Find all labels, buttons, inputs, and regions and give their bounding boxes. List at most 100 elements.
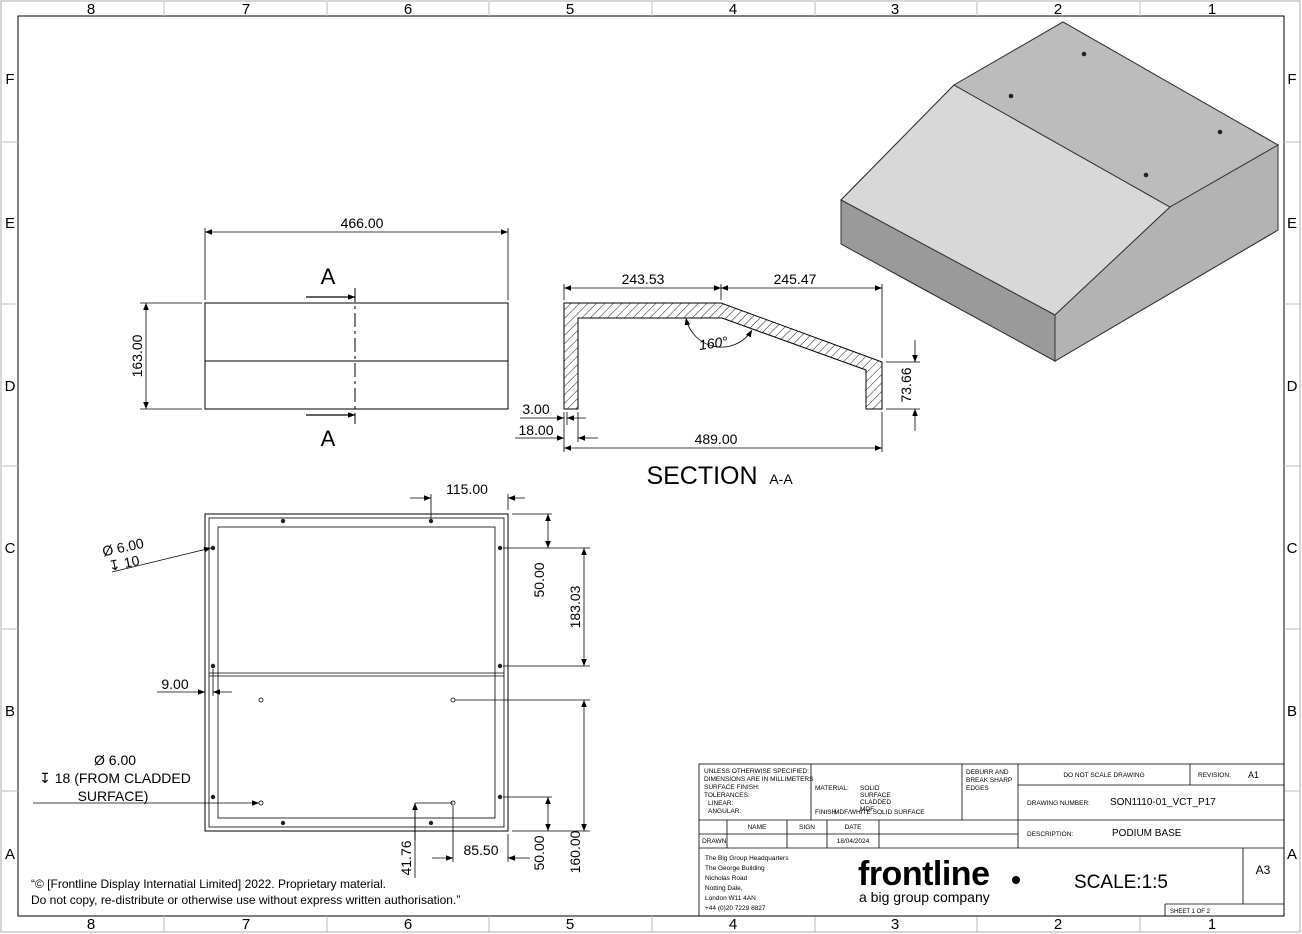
section-wall-dim: 18.00	[518, 422, 553, 438]
col-label: 1	[1208, 1, 1216, 18]
col-label: 7	[242, 1, 250, 18]
tolerance-line: SURFACE FINISH:	[704, 784, 760, 791]
col-label: 5	[566, 1, 574, 18]
col-label: 6	[404, 1, 412, 18]
row-label: C	[5, 540, 16, 557]
brand-subtitle: a big group company	[859, 889, 990, 905]
bottom-160-dim: 160.00	[567, 830, 583, 873]
revision-label: REVISION:	[1198, 772, 1231, 779]
name-header: NAME	[748, 824, 767, 831]
drawing-number-label: DRAWING NUMBER:	[1027, 800, 1090, 807]
bottom-4176-dim: 41.76	[398, 840, 414, 875]
section-left-top-dim: 243.53	[622, 271, 665, 287]
address-line: The Big Group Headquarters	[705, 855, 789, 862]
section-right-top-dim: 245.47	[774, 271, 817, 287]
bottom-50a-dim: 50.00	[531, 562, 547, 597]
col-label: 2	[1054, 916, 1062, 933]
revision-value: A1	[1248, 770, 1259, 780]
col-label: 3	[891, 1, 899, 18]
tolerance-line: TOLERANCES:	[704, 792, 750, 799]
row-label: E	[5, 215, 15, 232]
top-width-dim: 466.00	[341, 215, 384, 231]
title-block	[698, 763, 1285, 917]
col-label: 8	[87, 1, 95, 18]
material-line: MDF	[860, 806, 874, 813]
hole2-dia: Ø 6.00	[94, 752, 136, 768]
tolerance-line: ANGULAR:	[708, 808, 741, 815]
copyright-line-1: “© [Frontline Display Internatial Limite…	[31, 877, 386, 891]
hole2-depth: ↧ 18 (FROM CLADDED	[39, 770, 191, 786]
hole2-depth-2: SURFACE)	[78, 788, 149, 804]
section-view: 243.53 245.47 160° 73.66 3.00 18.00 489.…	[515, 271, 920, 490]
section-title: SECTION	[646, 462, 757, 490]
zone-labels: 8 7 6 5 4 3 2 1 8 7 6 5 4 3 2 1 F E D C …	[5, 1, 1298, 933]
top-height-dim: 163.00	[129, 334, 145, 377]
address-line: Nicholas Road	[705, 875, 748, 882]
section-overall-dim: 489.00	[695, 431, 738, 447]
col-label: 4	[729, 1, 737, 18]
description-value: PODIUM BASE	[1112, 828, 1182, 839]
col-label: 8	[87, 916, 95, 933]
section-thin-dim: 3.00	[522, 401, 549, 417]
col-label: 2	[1054, 1, 1062, 18]
address-line: London W11 4AN	[705, 895, 756, 902]
tolerance-line: UNLESS OTHERWISE SPECIFIED:	[704, 768, 809, 775]
row-label: E	[1287, 215, 1297, 232]
finish-value: MDF/WHITE SOLID SURFACE	[834, 809, 925, 816]
section-mark-top: A	[321, 264, 336, 289]
row-label: D	[5, 378, 16, 395]
row-label: A	[1287, 846, 1297, 863]
col-label: 4	[729, 916, 737, 933]
drawn-date: 18/04/2024	[837, 838, 870, 845]
bottom-8550-dim: 85.50	[463, 842, 498, 858]
row-label: F	[1287, 71, 1296, 88]
title-block-text: UNLESS OTHERWISE SPECIFIED: DIMENSIONS A…	[702, 768, 1271, 915]
deburr-line: EDGES	[966, 785, 989, 792]
section-angle-dim: 160°	[698, 333, 729, 353]
bottom-115-dim: 115.00	[446, 481, 488, 497]
drawn-label: DRAWN	[702, 838, 727, 845]
col-label: 6	[404, 916, 412, 933]
material-line: SOLID	[860, 785, 880, 792]
date-header: DATE	[845, 824, 863, 831]
col-label: 5	[566, 916, 574, 933]
finish-label: FINISH	[815, 809, 837, 816]
tolerance-line: LINEAR:	[708, 800, 733, 807]
address-line: The George Building	[705, 865, 765, 872]
description-label: DESCRIPTION:	[1027, 831, 1073, 838]
section-mark-bottom: A	[321, 426, 336, 451]
isometric-view	[840, 21, 1280, 363]
copyright-line-2: Do not copy, re-distribute or otherwise …	[31, 893, 460, 907]
top-view: 466.00 163.00 A A	[129, 215, 509, 451]
bottom-9-dim: 9.00	[161, 676, 188, 692]
sheet-size: A3	[1256, 863, 1271, 877]
address-line: Notting Dale,	[705, 885, 743, 892]
deburr-line: DEBURR AND	[966, 769, 1009, 776]
bottom-50b-dim: 50.00	[531, 835, 547, 870]
col-label: 1	[1208, 916, 1216, 933]
brand-logo: frontline	[858, 855, 989, 893]
tolerance-line: DIMENSIONS ARE IN MILLIMETERS	[704, 776, 814, 783]
col-label: 3	[891, 916, 899, 933]
material-line: CLADDED	[860, 799, 891, 806]
do-not-scale: DO NOT SCALE DRAWING	[1063, 772, 1144, 779]
section-height-dim: 73.66	[898, 367, 914, 402]
address-line: +44 (0)20 7229 8827	[705, 905, 766, 912]
brand-logo-dot	[1012, 876, 1020, 884]
section-title-suffix: A-A	[769, 471, 793, 487]
sign-header: SIGN	[799, 824, 815, 831]
hole1-depth: ↧ 10	[107, 552, 141, 574]
material-line: SURFACE	[860, 792, 891, 799]
row-label: C	[1287, 540, 1298, 557]
bottom-183-dim: 183.03	[567, 585, 583, 628]
row-label: B	[1287, 703, 1297, 720]
deburr-line: BREAK SHARP	[966, 777, 1012, 784]
sheet-count: SHEET 1 OF 2	[1170, 909, 1211, 915]
bottom-view: 115.00 50.00 183.03 9.00 Ø 6.00 ↧ 10 Ø 6…	[33, 481, 590, 878]
col-label: 7	[242, 916, 250, 933]
row-label: D	[1287, 378, 1298, 395]
scale-value: SCALE:1:5	[1074, 872, 1168, 893]
material-label: MATERIAL:	[815, 785, 849, 792]
row-label: A	[5, 846, 15, 863]
